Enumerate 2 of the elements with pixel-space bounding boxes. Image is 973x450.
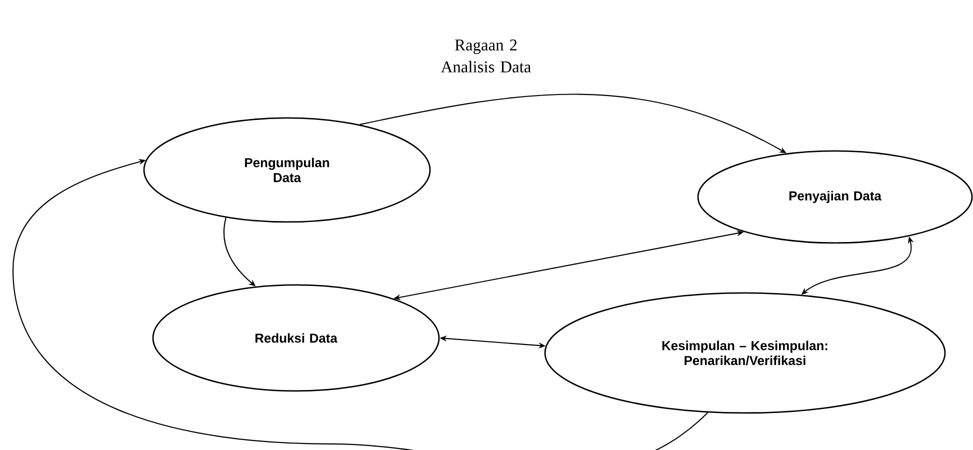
arrow [12,158,708,450]
title: Ragaan 2 Analisis Data [440,40,531,72]
